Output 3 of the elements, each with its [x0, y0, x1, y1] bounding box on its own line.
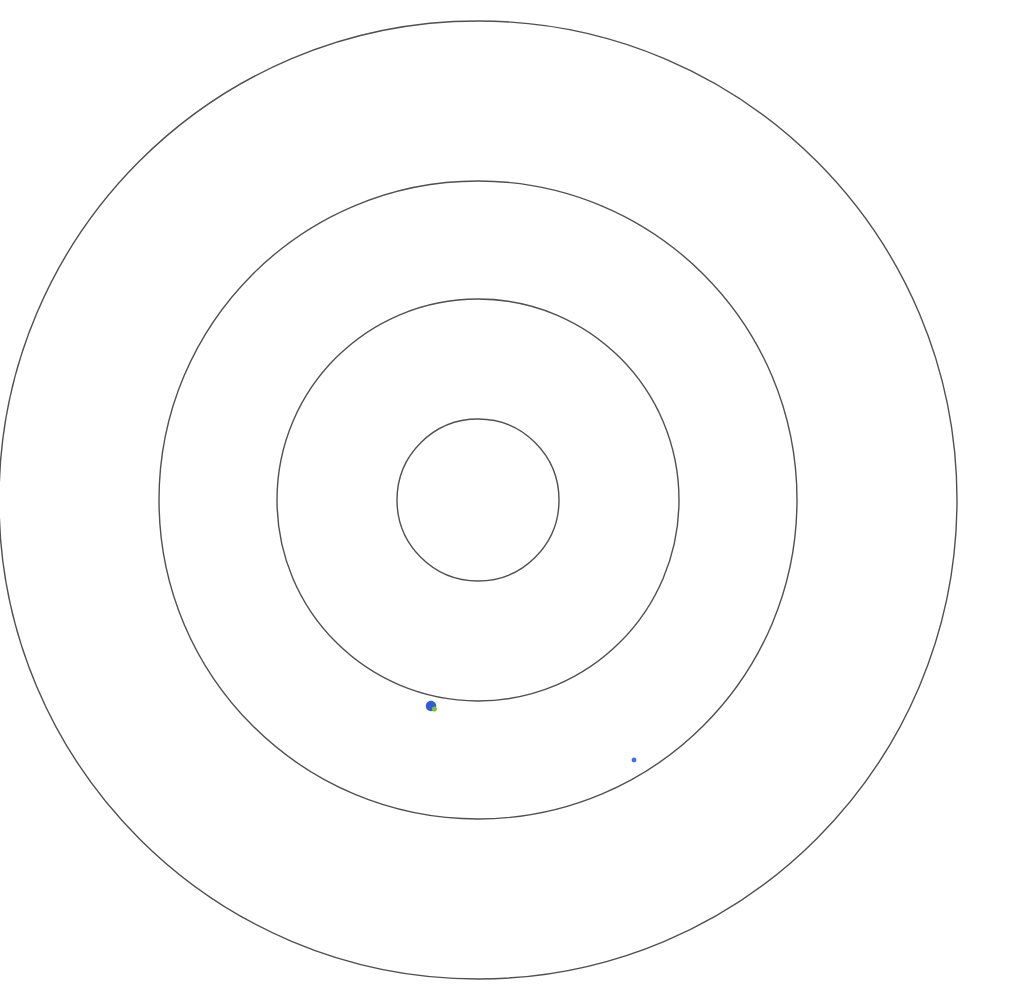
- circle: [396, 418, 560, 582]
- circle: [276, 298, 680, 702]
- circle: [158, 180, 798, 820]
